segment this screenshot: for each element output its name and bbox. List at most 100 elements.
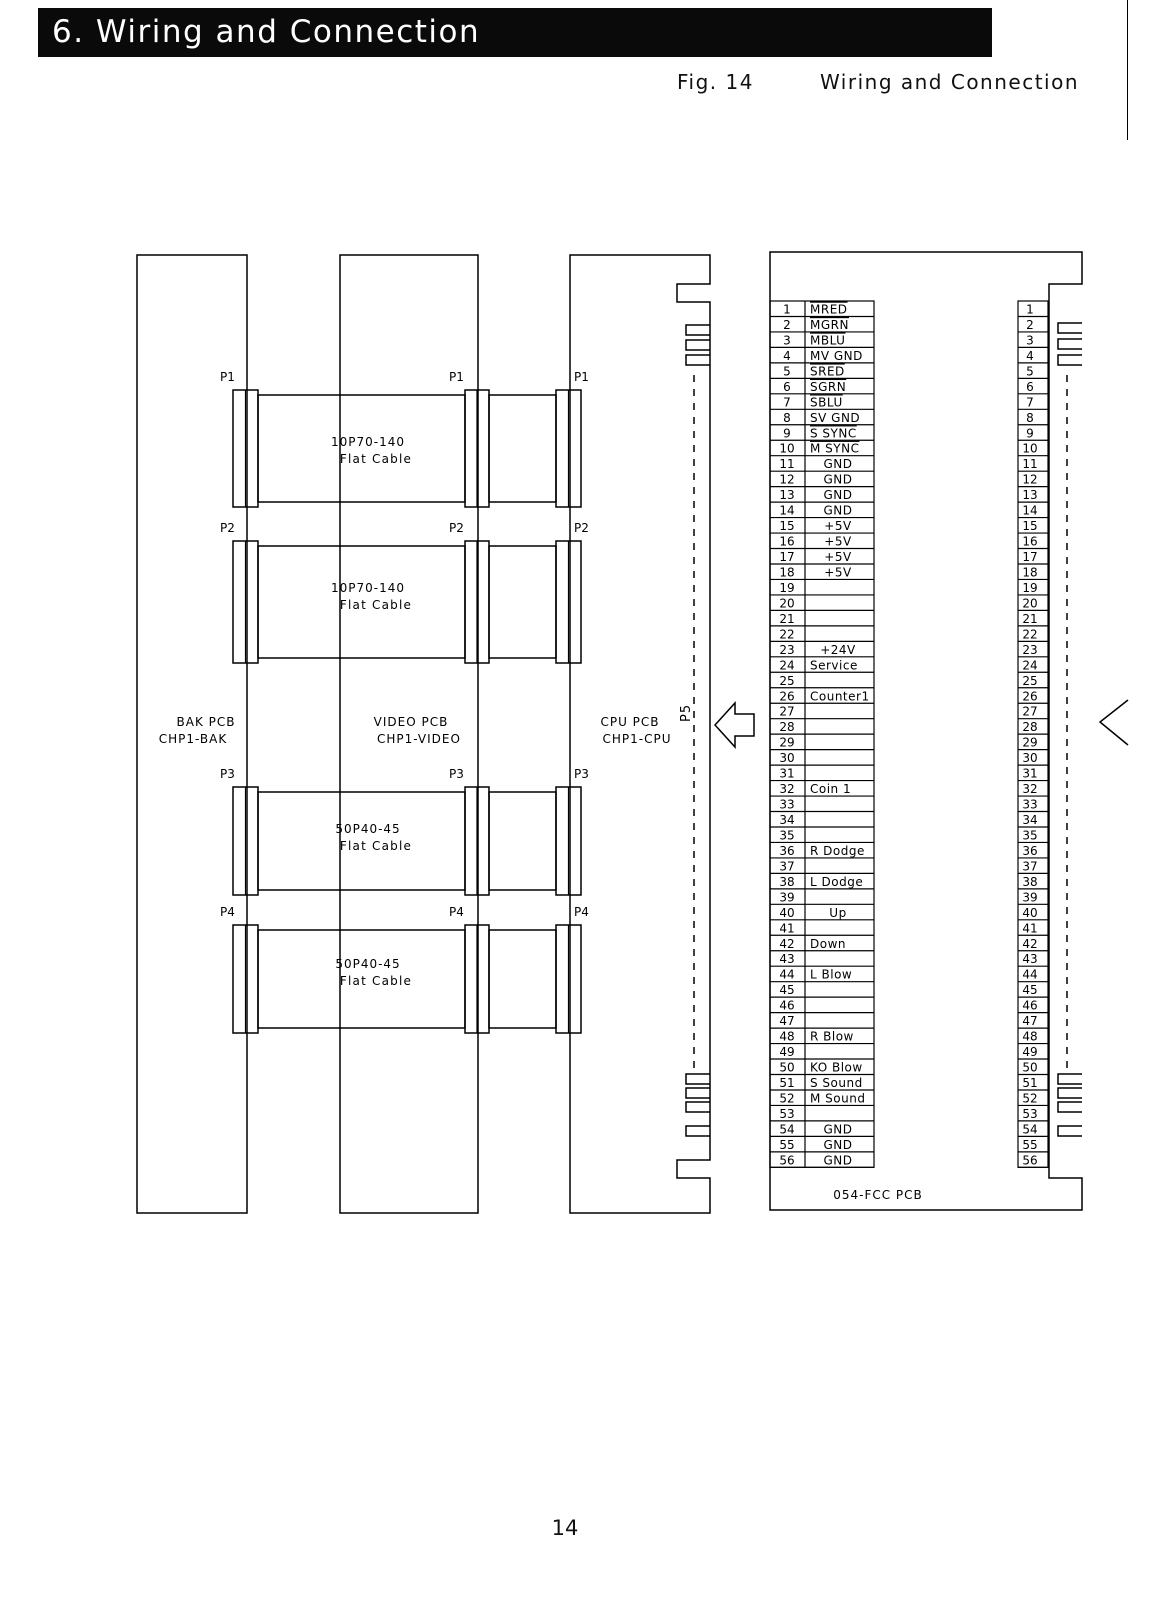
fcc-pin-number: 34 bbox=[1022, 813, 1037, 827]
pin-row: 33 33 bbox=[770, 798, 1048, 813]
fcc-pin-number: 38 bbox=[1022, 875, 1037, 889]
pin-number: 29 bbox=[779, 736, 794, 750]
fcc-pin-number: 8 bbox=[1026, 411, 1034, 425]
pin-number: 37 bbox=[779, 859, 794, 873]
fcc-pin-number: 26 bbox=[1022, 689, 1037, 703]
pin-number: 49 bbox=[779, 1045, 794, 1059]
flat-cable bbox=[488, 394, 557, 503]
fcc-pin-number: 9 bbox=[1026, 426, 1034, 440]
pin-signal: MV GND bbox=[810, 349, 863, 363]
fcc-pin-number: 33 bbox=[1022, 798, 1037, 812]
pin-signal: R Blow bbox=[810, 1030, 854, 1044]
pin-number: 44 bbox=[779, 968, 794, 982]
connector-label: P4 bbox=[220, 905, 235, 919]
pin-number: 16 bbox=[779, 535, 794, 549]
fcc-pin-number: 43 bbox=[1022, 952, 1037, 966]
margin-rule bbox=[1127, 0, 1128, 140]
connector-label: P3 bbox=[220, 767, 235, 781]
connector-label: P3 bbox=[449, 767, 464, 781]
pin-signal: GND bbox=[823, 1138, 852, 1152]
fcc-pin-number: 19 bbox=[1022, 581, 1037, 595]
pin-number: 22 bbox=[779, 627, 794, 641]
pin-number: 54 bbox=[779, 1122, 794, 1136]
fcc-pin-number: 24 bbox=[1022, 658, 1037, 672]
connector-label: P1 bbox=[220, 370, 235, 384]
pin-number: 39 bbox=[779, 890, 794, 904]
pin-signal: SGRN bbox=[810, 380, 846, 394]
pin-number: 33 bbox=[779, 798, 794, 812]
pin-signal: L Dodge bbox=[810, 875, 863, 889]
pin-signal: KO Blow bbox=[810, 1061, 863, 1075]
fcc-pin-number: 56 bbox=[1022, 1153, 1037, 1167]
fcc-pin-number: 52 bbox=[1022, 1091, 1037, 1105]
page-number: 14 bbox=[551, 1516, 579, 1540]
fcc-pin-number: 17 bbox=[1022, 550, 1037, 564]
pin-number: 5 bbox=[783, 364, 791, 378]
pin-number: 31 bbox=[779, 767, 794, 781]
pin-number: 45 bbox=[779, 983, 794, 997]
fcc-pin-number: 36 bbox=[1022, 844, 1037, 858]
pin-signal: GND bbox=[823, 1122, 852, 1136]
pin-signal: SRED bbox=[810, 364, 845, 378]
connector-label: P4 bbox=[449, 905, 464, 919]
pin-number: 36 bbox=[779, 844, 794, 858]
pin-number: 19 bbox=[779, 581, 794, 595]
cpu-pcb-label: CPU PCB bbox=[600, 715, 659, 729]
pin-number: 34 bbox=[779, 813, 794, 827]
pin-number: 2 bbox=[783, 318, 791, 332]
pin-number: 35 bbox=[779, 828, 794, 842]
pin-signal: +5V bbox=[824, 550, 852, 564]
insert-arrow-left bbox=[713, 701, 755, 749]
cable-part-number: 10P70-140 bbox=[331, 581, 405, 595]
pin-number: 10 bbox=[779, 442, 794, 456]
cpu-p5-label: P5 bbox=[679, 704, 694, 722]
cpu-pcb-board bbox=[569, 254, 711, 1214]
connector-label: P4 bbox=[574, 905, 589, 919]
video-pcb-label: VIDEO PCB bbox=[374, 715, 449, 729]
pin-number: 15 bbox=[779, 519, 794, 533]
cable-part-number: 50P40-45 bbox=[335, 822, 400, 836]
pin-number: 38 bbox=[779, 875, 794, 889]
flat-cable bbox=[488, 929, 557, 1029]
pin-number: 23 bbox=[779, 643, 794, 657]
fcc-pin-number: 53 bbox=[1022, 1107, 1037, 1121]
pin-number: 20 bbox=[779, 596, 794, 610]
fcc-pin-number: 40 bbox=[1022, 906, 1037, 920]
fcc-pin-number: 7 bbox=[1026, 395, 1034, 409]
fcc-pin-number: 41 bbox=[1022, 921, 1037, 935]
pin-number: 18 bbox=[779, 565, 794, 579]
connector-label: P2 bbox=[449, 521, 464, 535]
section-title: 6. Wiring and Connection bbox=[52, 14, 481, 50]
fcc-pin-number: 25 bbox=[1022, 674, 1037, 688]
fcc-pin-number: 48 bbox=[1022, 1030, 1037, 1044]
fcc-pin-number: 49 bbox=[1022, 1045, 1037, 1059]
fcc-pin-number: 50 bbox=[1022, 1061, 1037, 1075]
pin-number: 8 bbox=[783, 411, 791, 425]
pin-number: 7 bbox=[783, 395, 791, 409]
connector-label: P2 bbox=[220, 521, 235, 535]
